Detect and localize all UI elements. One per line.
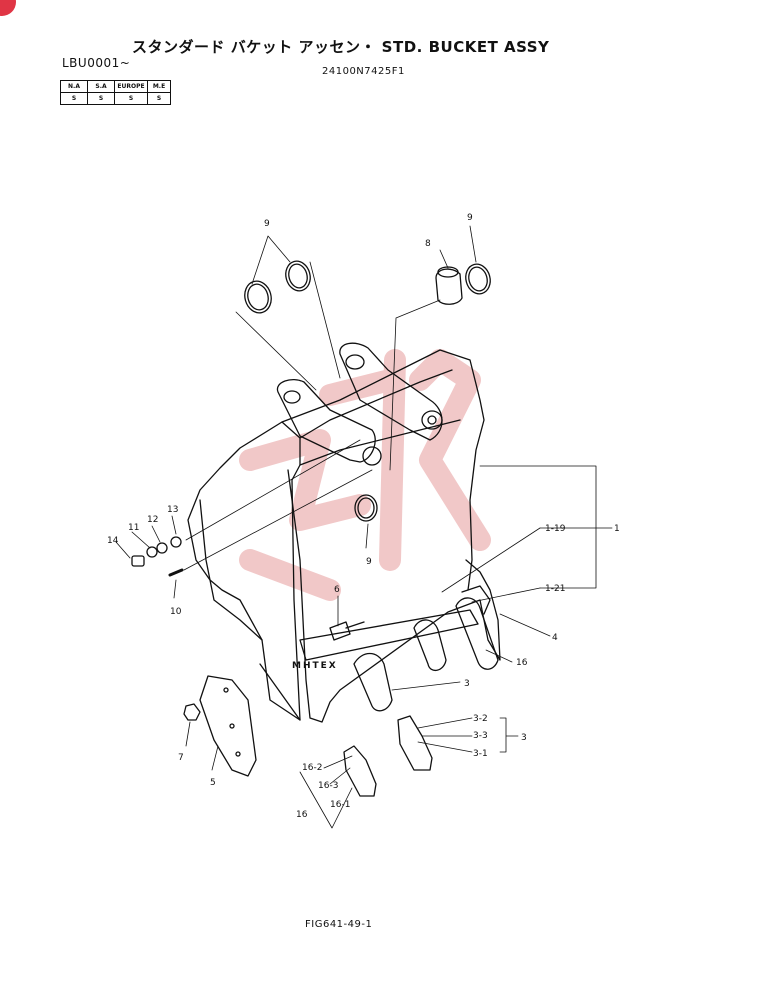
pin-10 <box>168 568 184 577</box>
side-cutter <box>199 675 257 777</box>
part-number: 24100N7425F1 <box>322 66 405 77</box>
callout-12: 12 <box>147 515 158 525</box>
hinge-hole-right <box>345 354 365 370</box>
exploded-tooth-3 <box>397 715 433 771</box>
washer-13 <box>170 536 182 548</box>
washer-12 <box>156 542 168 554</box>
callout-16-3: 16-3 <box>318 781 338 791</box>
callout-9-bottom: 9 <box>366 557 372 567</box>
callout-10: 10 <box>170 607 182 617</box>
serial-range: LBU0001~ <box>62 56 131 70</box>
watermark-text: MHTEX <box>292 661 338 671</box>
bushing-8-top <box>437 266 459 278</box>
callout-3-2: 3-2 <box>473 714 488 724</box>
o-ring-9-mid-inner <box>288 263 308 289</box>
callout-3-3: 3-3 <box>473 731 488 741</box>
callout-1-19: 1-19 <box>545 524 566 534</box>
adapter-tooth <box>461 585 491 615</box>
tooth-2 <box>413 619 447 671</box>
region-value-sa: S <box>87 92 115 105</box>
callout-16-group: 16 <box>296 810 308 820</box>
callout-16-2: 16-2 <box>302 763 322 773</box>
region-value-row: S S S S <box>60 92 171 105</box>
drawing-title: スタンダード バケット アッセン・ STD. BUCKET ASSY <box>132 38 550 56</box>
tooth-1 <box>353 652 393 712</box>
bolt-14 <box>131 555 145 567</box>
o-ring-9-right-inner <box>468 266 488 292</box>
hinge-bushing-right <box>421 410 443 430</box>
callout-1: 1 <box>614 524 620 534</box>
callout-3-group: 3 <box>521 733 527 743</box>
callout-16-right: 16 <box>516 658 528 668</box>
region-table: N.A S.A EUROPE M.E S S S S <box>60 80 171 105</box>
bolt-6 <box>329 621 365 641</box>
side-plate-rib <box>259 663 301 721</box>
nut-7 <box>183 703 201 721</box>
callout-8: 8 <box>425 239 431 249</box>
callout-4: 4 <box>552 633 558 643</box>
callout-9-top-right: 9 <box>467 213 473 223</box>
callout-13: 13 <box>167 505 178 515</box>
side-plate-front <box>287 469 501 723</box>
bucket-shell-inner <box>199 499 263 641</box>
tooth-3 <box>455 597 499 670</box>
callout-16-1: 16-1 <box>330 800 350 810</box>
region-value-europe: S <box>114 92 148 105</box>
hinge-boss-right <box>339 342 443 441</box>
o-ring-9-bottom-inner <box>357 497 375 519</box>
o-ring-9-left <box>244 280 272 314</box>
hinge-bushing-left <box>362 446 382 466</box>
callout-3-1: 3-1 <box>473 749 488 759</box>
side-cutter-hole-2 <box>229 723 235 729</box>
region-value-na: S <box>60 92 88 105</box>
bushing-8 <box>435 268 463 305</box>
o-ring-9-bottom <box>354 494 378 522</box>
hinge-boss-left <box>276 378 376 463</box>
figure-number: FIG641-49-1 <box>305 919 373 930</box>
exploded-tooth-16 <box>343 745 377 797</box>
hinge-bushing-bore <box>427 415 437 425</box>
o-ring-9-right <box>465 263 491 295</box>
callout-14: 14 <box>107 536 119 546</box>
hinge-hole-left <box>283 390 301 404</box>
o-ring-9-mid <box>285 260 311 292</box>
cutting-edge <box>299 609 479 661</box>
watermark: MHTEX <box>239 349 491 671</box>
callout-11: 11 <box>128 523 139 533</box>
leader-lines <box>115 225 613 829</box>
watermark-glyph <box>239 349 491 601</box>
callout-3-right: 3 <box>464 679 470 689</box>
callout-7: 7 <box>178 753 184 763</box>
callout-9-top-left: 9 <box>264 219 270 229</box>
callout-1-21: 1-21 <box>545 584 565 594</box>
callout-6: 6 <box>334 585 340 595</box>
region-value-me: S <box>147 92 171 105</box>
o-ring-9-left-inner <box>247 283 269 311</box>
side-cutter-hole-1 <box>223 687 229 693</box>
bucket-top-edge <box>299 369 453 439</box>
callout-5: 5 <box>210 778 216 788</box>
washer-11 <box>146 546 158 558</box>
side-cutter-hole-3 <box>235 751 241 757</box>
